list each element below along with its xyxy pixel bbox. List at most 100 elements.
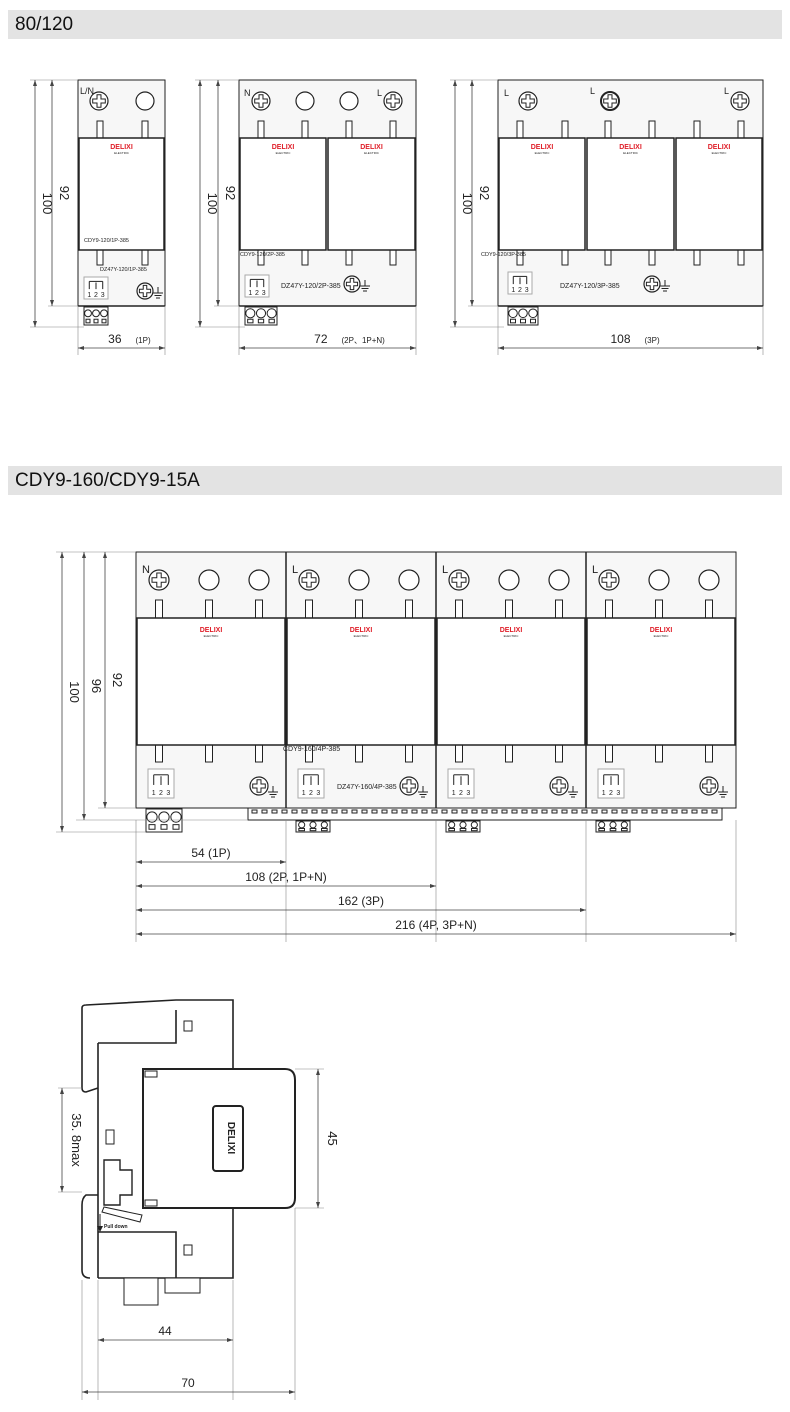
terminal-tab <box>345 249 353 266</box>
terminal-block-hole <box>84 309 92 318</box>
width-dimension: 162 (3P) <box>136 894 586 912</box>
screw-cross <box>552 779 566 793</box>
ground-icon <box>360 280 370 292</box>
rail-notch <box>291 809 298 814</box>
terminal-tab <box>455 599 463 619</box>
rail-notch <box>561 809 568 814</box>
terminal-tab <box>555 599 563 619</box>
terminal-block-slot <box>459 827 467 832</box>
terminal-label: L <box>292 564 298 576</box>
clip-window <box>183 1244 193 1256</box>
terminal-tab <box>355 744 363 763</box>
rail-notch <box>311 809 318 814</box>
module-cover <box>286 617 436 746</box>
terminal-block-slot <box>257 318 265 324</box>
switch-pin-label: 1 <box>152 790 156 797</box>
height-body-dimension: 92 <box>50 80 72 306</box>
terminal-hole-icon <box>348 569 370 591</box>
section-title: CDY9-160/CDY9-15A <box>15 470 200 491</box>
screw-terminal-icon <box>730 91 750 111</box>
terminal-hole-icon <box>398 569 420 591</box>
pull-down-label: Pull down <box>104 1224 128 1230</box>
brand-sub: ELECTRIC <box>535 151 551 155</box>
brand-name: DELIXI <box>619 144 642 151</box>
base-model-label: DZ47Y-120/2P-385 <box>281 283 341 290</box>
rail-notch <box>501 809 508 814</box>
switch-pin-label: 2 <box>94 292 98 299</box>
cover-notch <box>144 1199 158 1207</box>
brand-name: DELIXI <box>531 144 554 151</box>
dimension-value: 35. 8max <box>69 1113 84 1167</box>
terminal-block-hole <box>459 821 467 829</box>
terminal-block-slot <box>101 318 107 324</box>
terminal-block-hole <box>598 821 606 829</box>
brand-name: DELIXI <box>110 144 133 151</box>
terminal-block <box>507 306 539 326</box>
terminal-block-slot <box>510 318 516 324</box>
rail-notch <box>411 809 418 814</box>
terminal-tab <box>648 249 656 266</box>
cover-notch <box>144 1070 158 1078</box>
rail-notch <box>591 809 598 814</box>
terminal-block-hole <box>528 308 538 319</box>
terminal-block-hole <box>255 308 267 319</box>
section-header-80-120: 80/120 <box>8 10 782 39</box>
terminal-tab <box>648 120 656 139</box>
rail-notch <box>711 809 718 814</box>
rail-notch <box>401 809 408 814</box>
terminal-block-hole <box>448 821 456 829</box>
switch-pin-label: 1 <box>87 292 91 299</box>
module-cover <box>498 137 586 251</box>
terminal-tab <box>255 744 263 763</box>
height-100-dimension: 100 <box>60 552 82 832</box>
screw-terminal-icon <box>448 569 470 591</box>
screw-cross <box>92 94 106 108</box>
rail-notch <box>671 809 678 814</box>
screw-terminal-icon <box>600 91 620 111</box>
terminal-tab <box>345 120 353 139</box>
terminal-tab <box>96 120 104 139</box>
switch-pin-label: 2 <box>609 790 613 797</box>
terminal-block-hole <box>470 821 478 829</box>
rail-notch <box>431 809 438 814</box>
ground-icon <box>268 786 278 798</box>
rail-notch <box>601 809 608 814</box>
rail-notch <box>581 809 588 814</box>
terminal-block <box>295 820 331 833</box>
terminal-block-slot <box>160 824 168 830</box>
clip-window <box>183 1020 193 1032</box>
dimension-value: 45 <box>325 1131 340 1145</box>
dimension-value: 92 <box>223 186 238 200</box>
dimension-value: 108 (2P, 1P+N) <box>245 870 327 884</box>
screw-terminal-icon <box>399 776 419 796</box>
rail-notch <box>611 809 618 814</box>
brand-sub: ELECTRIC <box>114 151 130 155</box>
brand-name: DELIXI <box>360 144 383 151</box>
brand-sub: ELECTRIC <box>623 151 639 155</box>
width-44-dimension: 44 <box>98 1324 233 1342</box>
terminal-label: L <box>377 88 382 98</box>
terminal-tab <box>693 120 701 139</box>
terminal-tab <box>405 599 413 619</box>
screw-cross <box>521 94 535 108</box>
terminal-tab <box>389 120 397 139</box>
terminal-label: N <box>142 564 150 576</box>
terminal-tab <box>155 744 163 763</box>
switch-pin-label: 3 <box>616 790 620 797</box>
switch-pin-label: 3 <box>101 292 105 299</box>
dimension-note: (3P) <box>645 336 660 345</box>
height-body-dimension: 92 <box>216 80 238 306</box>
ground-icon <box>718 786 728 798</box>
terminal-block-slot <box>298 827 306 832</box>
height-92-dimension: 92 <box>103 552 125 808</box>
width-dimension: 36(1P) <box>78 332 165 350</box>
terminal-label: L <box>442 564 448 576</box>
terminal-hole-icon <box>548 569 570 591</box>
ground-icon <box>660 280 670 292</box>
dimension-value: 216 (4P, 3P+N) <box>395 918 477 932</box>
terminal-tab <box>555 744 563 763</box>
switch-pin-label: 3 <box>166 790 170 797</box>
